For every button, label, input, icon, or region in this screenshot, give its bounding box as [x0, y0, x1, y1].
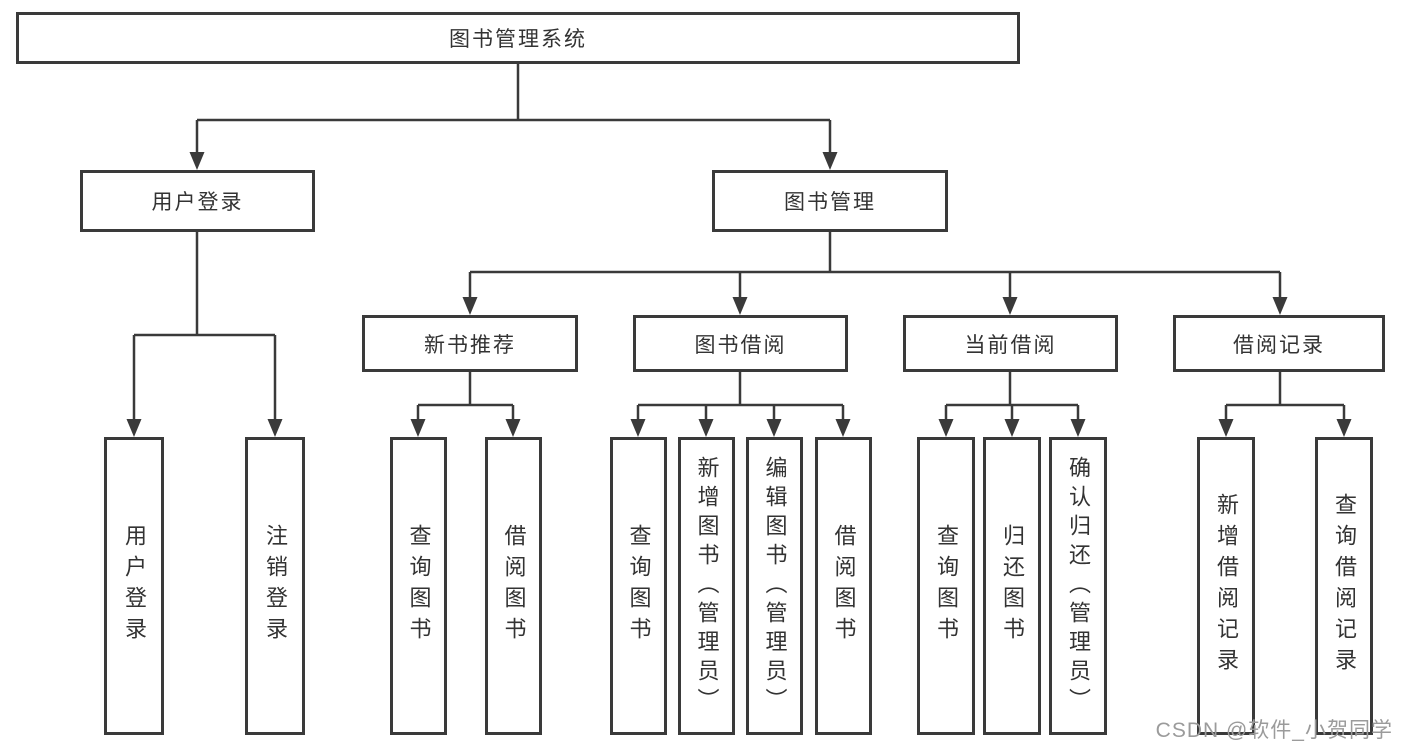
leaf-cb-return-book: 归还图书	[983, 437, 1041, 735]
leaf-cb-query-book-label: 查询图书	[934, 524, 959, 648]
csdn-watermark: CSDN @软件_小贺同学	[1155, 719, 1393, 742]
leaf-cb-confirm-return-admin-label: 确认归还（管理员）	[1066, 455, 1091, 717]
node-root: 图书管理系统	[16, 12, 1020, 64]
leaf-bb-edit-book-admin: 编辑图书（管理员）	[746, 437, 803, 735]
node-book-management: 图书管理	[712, 170, 948, 232]
leaf-br-query-record: 查询借阅记录	[1315, 437, 1373, 735]
node-book-borrow: 图书借阅	[633, 315, 848, 372]
leaf-br-add-record: 新增借阅记录	[1197, 437, 1255, 735]
leaf-user-login-label: 用户登录	[122, 524, 147, 648]
connector-path	[132, 64, 1346, 423]
leaf-br-query-record-label: 查询借阅记录	[1332, 493, 1357, 679]
leaf-bb-add-book-admin: 新增图书（管理员）	[678, 437, 735, 735]
leaf-bb-edit-book-admin-label: 编辑图书（管理员）	[762, 455, 788, 717]
leaf-cb-return-book-label: 归还图书	[1000, 524, 1025, 648]
leaf-br-add-record-label: 新增借阅记录	[1214, 493, 1239, 679]
leaf-bb-query-book-label: 查询图书	[626, 524, 652, 648]
leaf-user-login: 用户登录	[104, 437, 164, 735]
leaf-logout-label: 注销登录	[263, 524, 288, 648]
node-current-borrow: 当前借阅	[903, 315, 1118, 372]
leaf-nb-borrow-book-label: 借阅图书	[501, 524, 527, 648]
leaf-cb-query-book: 查询图书	[917, 437, 975, 735]
leaf-bb-borrow-book-label: 借阅图书	[831, 524, 857, 648]
leaf-nb-borrow-book: 借阅图书	[485, 437, 542, 735]
leaf-cb-confirm-return-admin: 确认归还（管理员）	[1049, 437, 1107, 735]
leaf-logout: 注销登录	[245, 437, 305, 735]
node-new-book-recommend: 新书推荐	[362, 315, 578, 372]
leaf-bb-query-book: 查询图书	[610, 437, 667, 735]
node-user-login: 用户登录	[80, 170, 315, 232]
leaf-bb-borrow-book: 借阅图书	[815, 437, 872, 735]
leaf-bb-add-book-admin-label: 新增图书（管理员）	[694, 455, 720, 717]
node-borrow-record: 借阅记录	[1173, 315, 1385, 372]
leaf-nb-query-book: 查询图书	[390, 437, 447, 735]
leaf-nb-query-book-label: 查询图书	[406, 524, 432, 648]
